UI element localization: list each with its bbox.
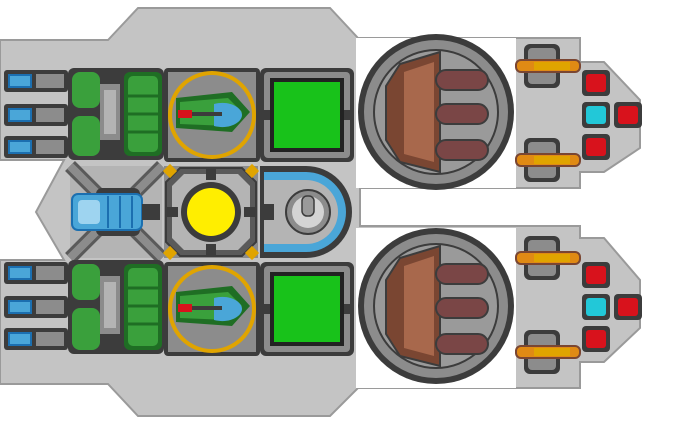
engine-bottom — [68, 260, 164, 354]
gun-turret-top-upper — [515, 44, 581, 88]
thruster-stack-bottom — [4, 262, 68, 350]
cannon-turret-bottom — [356, 228, 516, 388]
thruster-nozzle — [4, 328, 68, 350]
green-panel-bottom — [260, 262, 354, 356]
gun-turret-top-lower — [515, 138, 581, 182]
light-cluster-top — [582, 70, 642, 160]
thruster-nozzle — [4, 262, 68, 284]
red-light — [582, 134, 610, 160]
cyan-light — [582, 102, 610, 128]
cannon-turret-top — [356, 34, 516, 190]
engine-top — [68, 68, 164, 160]
cockpit-module-bottom — [164, 262, 260, 356]
cyan-light — [582, 294, 610, 320]
reactor-core — [162, 163, 260, 261]
light-cluster-bottom — [582, 262, 642, 352]
red-light — [582, 262, 610, 288]
thruster-nozzle — [4, 136, 68, 158]
cannon-barrel — [435, 139, 489, 161]
thruster-nozzle — [4, 104, 68, 126]
cannon-barrel — [435, 69, 489, 91]
thruster-nozzle — [4, 296, 68, 318]
red-light — [582, 326, 610, 352]
red-light — [614, 102, 642, 128]
red-light — [582, 70, 610, 96]
cannon-barrel — [435, 103, 489, 125]
gun-turret-bottom-upper — [515, 236, 581, 280]
thruster-nozzle — [4, 70, 68, 92]
cannon-barrel — [435, 297, 489, 319]
red-light — [614, 294, 642, 320]
cannon-barrel — [435, 333, 489, 355]
thruster-stack-top — [4, 70, 68, 158]
green-panel-top — [260, 68, 354, 162]
gun-turret-bottom-lower — [515, 330, 581, 374]
cannon-barrel — [435, 263, 489, 285]
blue-engine — [65, 161, 167, 263]
shield-dome — [260, 166, 352, 258]
cockpit-module-top — [164, 68, 260, 162]
